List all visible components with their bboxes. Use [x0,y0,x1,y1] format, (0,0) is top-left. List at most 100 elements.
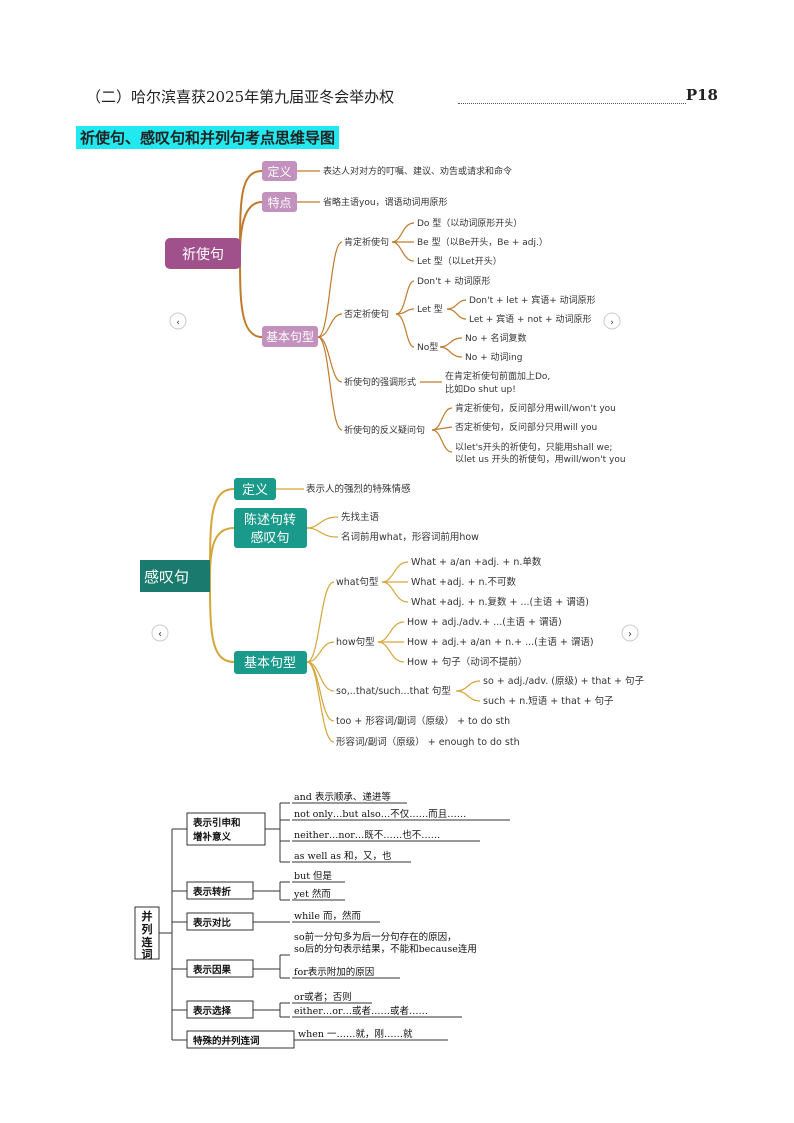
m2-so-item: such + n.短语 + that + 句子 [483,695,614,707]
header-leader-dots [458,103,686,104]
header-title: （二）哈尔滨喜获2025年第九届亚冬会举办权 [86,88,395,106]
m3-cat-label: 表示选择 [192,1005,232,1017]
m2-what-item: What +adj. + n.复数 + ...(主语 + 谓语) [411,596,589,608]
m2-enough-text: 形容词/副词（原级） + enough to do sth [336,736,520,748]
m1-next-button[interactable]: › [603,312,621,330]
m1-branch-basic [239,254,263,338]
m3-root-label: 列 [142,922,153,936]
m1-emph-label: 祈使句的强调形式 [344,376,416,388]
m2-branch-basic [209,576,235,663]
m1-neg-let-item: Let + 宾语 + not + 动词原形 [469,313,591,325]
m3-item: and 表示顺承、递进等 [294,791,391,803]
m1-basic-label: 基本句型 [266,330,314,344]
m2-how-item: How + adj./adv.+ ...(主语 + 谓语) [407,616,562,628]
m2-how-item: How + 句子（动词不提前） [407,656,527,668]
m1-pos-item: Let 型（以Let开头） [417,256,502,267]
m3-item: so后的分句表示结果，不能和because连用 [294,943,477,955]
m1-feat-label: 特点 [267,195,291,210]
m1-pos-item: Do 型（以动词原形开头） [417,217,522,229]
m2-conv-label: 感叹句 [250,530,289,546]
m1-neg-no-label: No型 [417,342,438,353]
coordinating-conjunctions-map: 并 列 连 词 表示引申和 增补意义 表示转折 表示对比 表示因果 表示选择 特… [134,791,510,1049]
m3-item: or或者；否则 [294,991,352,1003]
m2-conv-box [234,508,307,548]
m1-link-emph [317,336,343,383]
m2-too-text: too + 形容词/副词（原级） + to do sth [336,715,510,727]
m1-emph-text: 比如Do shut up! [445,383,516,395]
m3-cat-label: 表示因果 [192,964,232,976]
m3-item: but 但是 [294,870,333,882]
m2-conv-item: 名词前用what，形容词前用how [341,531,479,543]
m3-item: for表示附加的原因 [294,966,374,978]
m3-item: not only…but also…不仅……而且…… [294,808,466,820]
m1-root-label: 祈使句 [182,246,224,263]
m3-item: as well as 和，又，也 [294,850,392,862]
section-title: 祈使句、感叹句和并列句考点思维导图 [76,126,340,149]
m3-item: so前一分句多为后一分句存在的原因， [294,931,457,943]
m1-pos-item: Be 型（以Be开头，Be + adj.） [417,237,548,248]
m1-pos-label: 肯定祈使句 [344,236,389,248]
m1-neg-let-item: Don't + let + 宾语+ 动词原形 [469,294,596,306]
m1-neg-label: 否定祈使句 [344,308,389,320]
m1-tag-label: 祈使句的反义疑问句 [344,424,425,436]
m1-feat-box [262,192,297,212]
chevron-right-icon: › [628,629,632,640]
m3-cat-label: 增补意义 [193,831,232,843]
page-header: （二）哈尔滨喜获2025年第九届亚冬会举办权 P18 [86,86,718,108]
chevron-left-icon: ‹ [176,318,180,328]
m1-neg-no-item: No + 动词ing [465,352,522,363]
imperative-mind-map: 祈使句 定义 特点 基本句型 表达人对对方的叮嘱、建议、劝告或请求和命令 省略主… [165,161,626,465]
m3-cat-label: 表示引申和 [192,817,241,829]
m2-def-text: 表示人的强烈的特殊情感 [306,483,411,495]
m2-basic-box [234,651,307,674]
m1-neg-dont: Don't + 动词原形 [417,275,490,287]
m1-tag-item: 否定祈使句，反问部分只用will you [455,421,597,433]
m2-branch-def [209,488,235,578]
m3-item: while 而，然而 [294,910,361,922]
m2-so-label: so,..that/such...that 句型 [336,685,451,697]
m1-link-pos [317,241,343,338]
page-number: P18 [685,86,718,104]
m2-basic-label: 基本句型 [244,656,296,671]
m2-root-box [140,560,210,592]
m3-item: when 一……就，刚……就 [298,1028,413,1040]
m3-root-label: 并 [142,909,153,923]
m2-so-item: so + adj./adv. (原级) + that + 句子 [483,675,644,687]
m3-item: yet 然而 [293,888,331,900]
m1-prev-button[interactable]: ‹ [169,312,187,330]
m2-next-button[interactable]: › [621,624,639,642]
m1-neg-let-label: Let 型 [417,304,443,315]
m1-def-box [262,161,297,181]
m1-root-box [165,238,241,269]
m1-tag-item: 以let us 开头的祈使句，用will/won't you [455,453,626,465]
m2-def-label: 定义 [242,483,268,498]
m2-what-label: what句型 [336,576,379,588]
m2-root-label: 感叹句 [144,568,189,586]
m1-neg-no-item: No + 名词复数 [465,332,527,344]
m1-def-label: 定义 [267,164,291,179]
m2-conv-label: 陈述句转 [244,512,296,528]
m3-root-label: 词 [142,948,153,961]
m1-branch-feat [239,201,263,256]
m1-branch-def [239,170,263,256]
m1-tag-item: 肯定祈使句，反问部分用will/won't you [455,402,616,414]
exclamatory-mind-map: 感叹句 定义 陈述句转 感叹句 基本句型 表示人的强烈的特殊情感 先找主语 名词… [140,478,644,748]
m2-conv-item: 先找主语 [341,511,380,523]
m2-branch-conv [209,527,235,578]
m3-cat-label: 特殊的并列连词 [193,1035,260,1047]
m1-tag-item: 以let's开头的祈使句，只能用shall we; [455,441,612,453]
m3-item: either…or…或者……或者…… [294,1005,428,1017]
m3-root-label: 连 [142,935,154,949]
m1-feat-text: 省略主语you，谓语动词用原形 [323,196,448,208]
m3-item: neither…nor…既不……也不…… [294,829,440,841]
m1-link-neg [317,313,343,338]
m3-cat-label: 表示转折 [192,886,232,898]
chevron-right-icon: › [610,318,614,328]
m2-what-item: What +adj. + n.不可数 [411,576,516,588]
m1-def-text: 表达人对对方的叮嘱、建议、劝告或请求和命令 [323,165,512,177]
m1-emph-text: 在肯定祈使句前面加上Do, [445,370,550,382]
m1-basic-box [262,326,318,347]
m2-how-label: how句型 [336,636,375,648]
m2-prev-button[interactable]: ‹ [151,624,169,642]
m1-link-tag [317,336,343,431]
